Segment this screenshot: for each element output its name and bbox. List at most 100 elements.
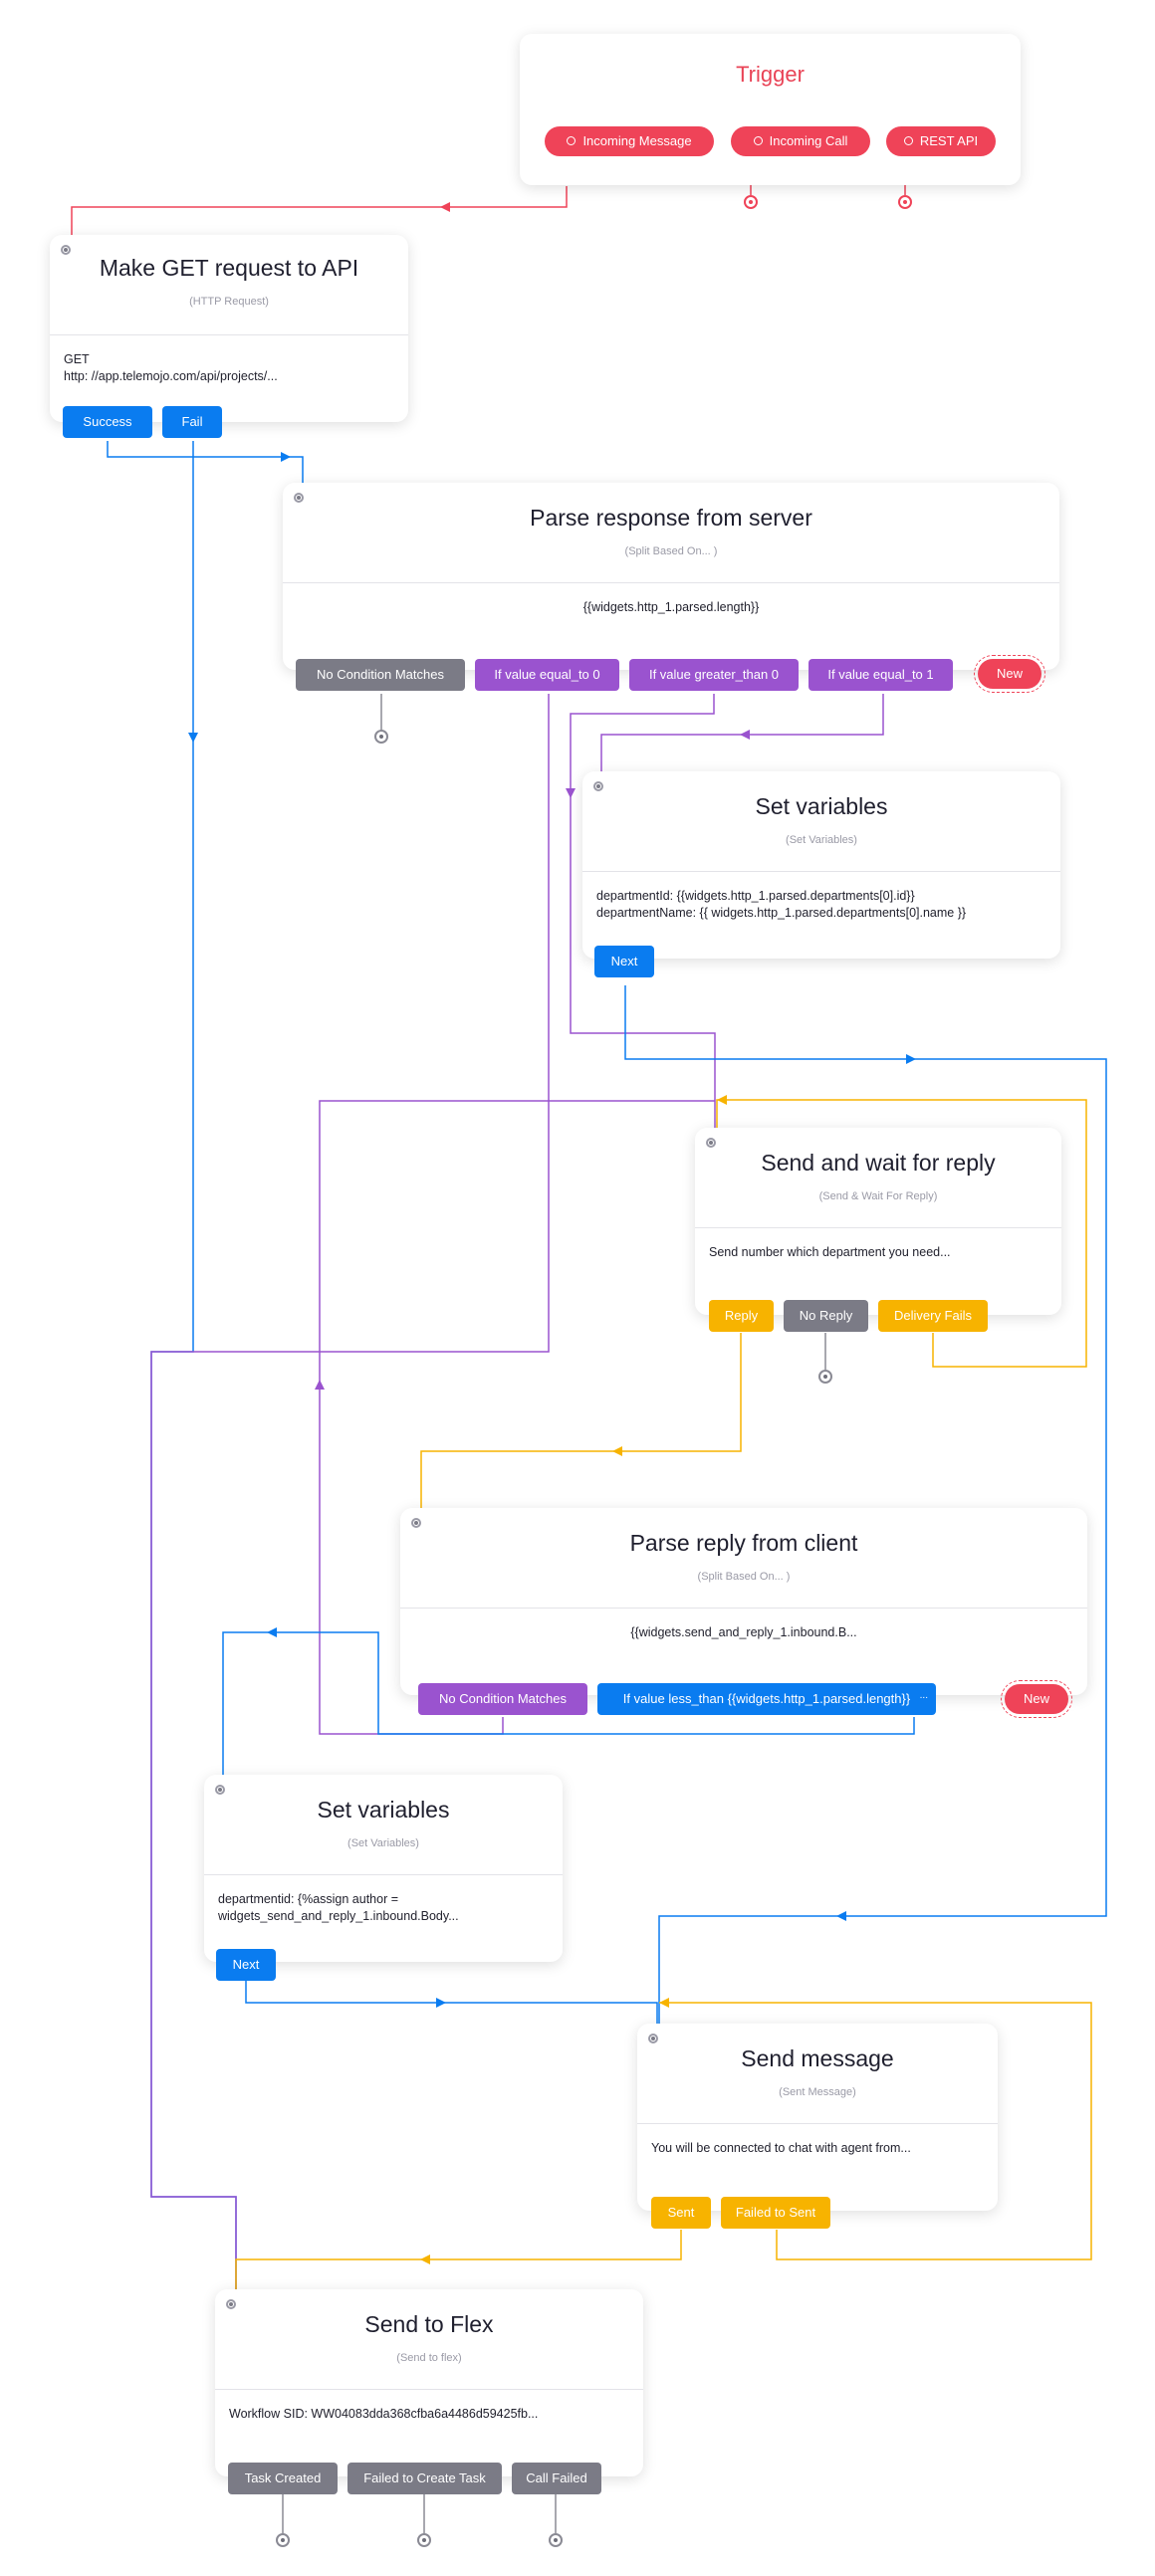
call-failed-endpoint[interactable] (549, 2533, 563, 2547)
node-handle-icon[interactable] (226, 2299, 236, 2309)
send-message-card[interactable]: Send message (Sent Message) You will be … (637, 2024, 998, 2211)
button-label: If value less_than {{widgets.http_1.pars… (622, 1691, 911, 1706)
node-subtitle: (Sent Message) (779, 2086, 856, 2098)
new-button[interactable]: New (1001, 1680, 1072, 1718)
task-created-button[interactable]: Task Created (228, 2463, 338, 2494)
no-condition-endpoint[interactable] (374, 730, 388, 744)
node-subtitle: (Send & Wait For Reply) (818, 1190, 938, 1202)
ellipsis-label: ... (919, 1690, 928, 1701)
equal-to-0-button[interactable]: If value equal_to 0 (475, 659, 619, 691)
send-to-flex-card[interactable]: Send to Flex (Send to flex) Workflow SID… (215, 2289, 643, 2476)
node-handle-icon[interactable] (648, 2034, 658, 2043)
wire-trigger-to-http (71, 186, 568, 235)
reply-button[interactable]: Reply (709, 1300, 774, 1332)
delivery-fails-button[interactable]: Delivery Fails (878, 1300, 988, 1332)
task-created-endpoint[interactable] (276, 2533, 290, 2547)
arrowhead (440, 202, 450, 212)
divider (215, 2389, 643, 2390)
failed-task-endpoint[interactable] (417, 2533, 431, 2547)
pill-label: Incoming Message (582, 133, 692, 148)
node-title: Send to Flex (364, 2311, 494, 2337)
no-condition-matches-button[interactable]: No Condition Matches (296, 659, 465, 691)
divider (204, 1874, 563, 1875)
wire-sent (235, 2230, 682, 2289)
failed-to-sent-button[interactable]: Failed to Sent (721, 2197, 830, 2229)
arrowhead (740, 730, 750, 740)
divider (283, 582, 1059, 583)
node-title: Set variables (755, 793, 888, 819)
circle-icon (753, 136, 763, 146)
circle-icon (567, 136, 577, 146)
split-expression: {{widgets.http_1.parsed.length}} (582, 600, 760, 614)
arrowhead (717, 1095, 727, 1105)
set-variables-card-2[interactable]: Set variables (Set Variables) department… (204, 1775, 563, 1962)
wire-reply (420, 1333, 742, 1508)
variable-line: widgets_send_and_reply_1.inbound.Body... (218, 1909, 459, 1923)
equal-to-1-button[interactable]: If value equal_to 1 (808, 659, 953, 691)
arrowhead (659, 1998, 669, 2008)
trigger-rest-endpoint[interactable] (898, 195, 912, 209)
parse-reply-card[interactable]: Parse reply from client (Split Based On.… (400, 1508, 1087, 1695)
node-handle-icon[interactable] (215, 1785, 225, 1795)
failed-to-create-task-button[interactable]: Failed to Create Task (347, 2463, 502, 2494)
trigger-card[interactable]: Trigger Incoming Message Incoming Call R… (520, 34, 1021, 185)
node-handle-icon[interactable] (706, 1138, 716, 1148)
wire-next2 (245, 1981, 658, 2024)
sent-button[interactable]: Sent (651, 2197, 711, 2229)
trigger-pill-incoming-call[interactable]: Incoming Call (731, 126, 870, 156)
node-title: Parse response from server (530, 505, 812, 531)
no-reply-button[interactable]: No Reply (784, 1300, 868, 1332)
next-button[interactable]: Next (594, 946, 654, 977)
arrowhead (906, 1054, 916, 1064)
workflow-sid: Workflow SID: WW04083dda368cfba6a4486d59… (229, 2407, 539, 2421)
http-url: http: //app.telemojo.com/api/projects/..… (64, 369, 278, 383)
arrowhead (267, 1627, 277, 1637)
divider (582, 871, 1060, 872)
http-request-card[interactable]: Make GET request to API (HTTP Request) G… (50, 235, 408, 422)
node-subtitle: (Set Variables) (786, 834, 857, 846)
reply-no-condition-button[interactable]: No Condition Matches (418, 1683, 587, 1715)
parse-response-card[interactable]: Parse response from server (Split Based … (283, 483, 1059, 670)
success-button[interactable]: Success (63, 406, 152, 438)
arrowhead (315, 1380, 325, 1390)
fail-button[interactable]: Fail (162, 406, 222, 438)
arrowhead (836, 1911, 846, 1921)
new-button[interactable]: New (974, 655, 1045, 693)
node-handle-icon[interactable] (411, 1518, 421, 1528)
send-wait-card[interactable]: Send and wait for reply (Send & Wait For… (695, 1128, 1061, 1315)
wire-fail-down (150, 441, 237, 2289)
node-title: Send message (741, 2045, 894, 2071)
node-subtitle: (HTTP Request) (189, 296, 269, 308)
node-handle-icon[interactable] (294, 493, 304, 503)
divider (637, 2123, 998, 2124)
no-reply-endpoint[interactable] (818, 1370, 832, 1384)
node-subtitle: (Split Based On... ) (697, 1571, 791, 1583)
arrowhead (188, 733, 198, 743)
pill-label: Incoming Call (769, 133, 848, 148)
greater-than-0-button[interactable]: If value greater_than 0 (629, 659, 799, 691)
wire-success-to-parse (107, 441, 304, 483)
trigger-pill-incoming-message[interactable]: Incoming Message (545, 126, 714, 156)
set-variables-card-1[interactable]: Set variables (Set Variables) department… (582, 771, 1060, 959)
message-body: You will be connected to chat with agent… (651, 2141, 911, 2155)
node-title: Send and wait for reply (761, 1150, 996, 1176)
less-than-button[interactable]: If value less_than {{widgets.http_1.pars… (597, 1683, 936, 1715)
message-body: Send number which department you need... (709, 1245, 951, 1259)
call-failed-button[interactable]: Call Failed (512, 2463, 601, 2494)
divider (695, 1227, 1061, 1228)
trigger-title: Trigger (736, 62, 805, 87)
next-button[interactable]: Next (216, 1949, 276, 1981)
node-handle-icon[interactable] (593, 781, 603, 791)
trigger-call-endpoint[interactable] (744, 195, 758, 209)
arrowhead (281, 452, 291, 462)
trigger-pill-rest-api[interactable]: REST API (886, 126, 996, 156)
wire-eq0 (150, 694, 550, 2289)
split-expression: {{widgets.send_and_reply_1.inbound.B... (630, 1625, 857, 1639)
node-handle-icon[interactable] (61, 245, 71, 255)
variable-line: departmentId: {{widgets.http_1.parsed.de… (596, 889, 915, 903)
node-title: Parse reply from client (629, 1530, 858, 1556)
variable-line: departmentName: {{ widgets.http_1.parsed… (596, 906, 967, 920)
arrowhead (436, 1998, 446, 2008)
divider (50, 334, 408, 335)
